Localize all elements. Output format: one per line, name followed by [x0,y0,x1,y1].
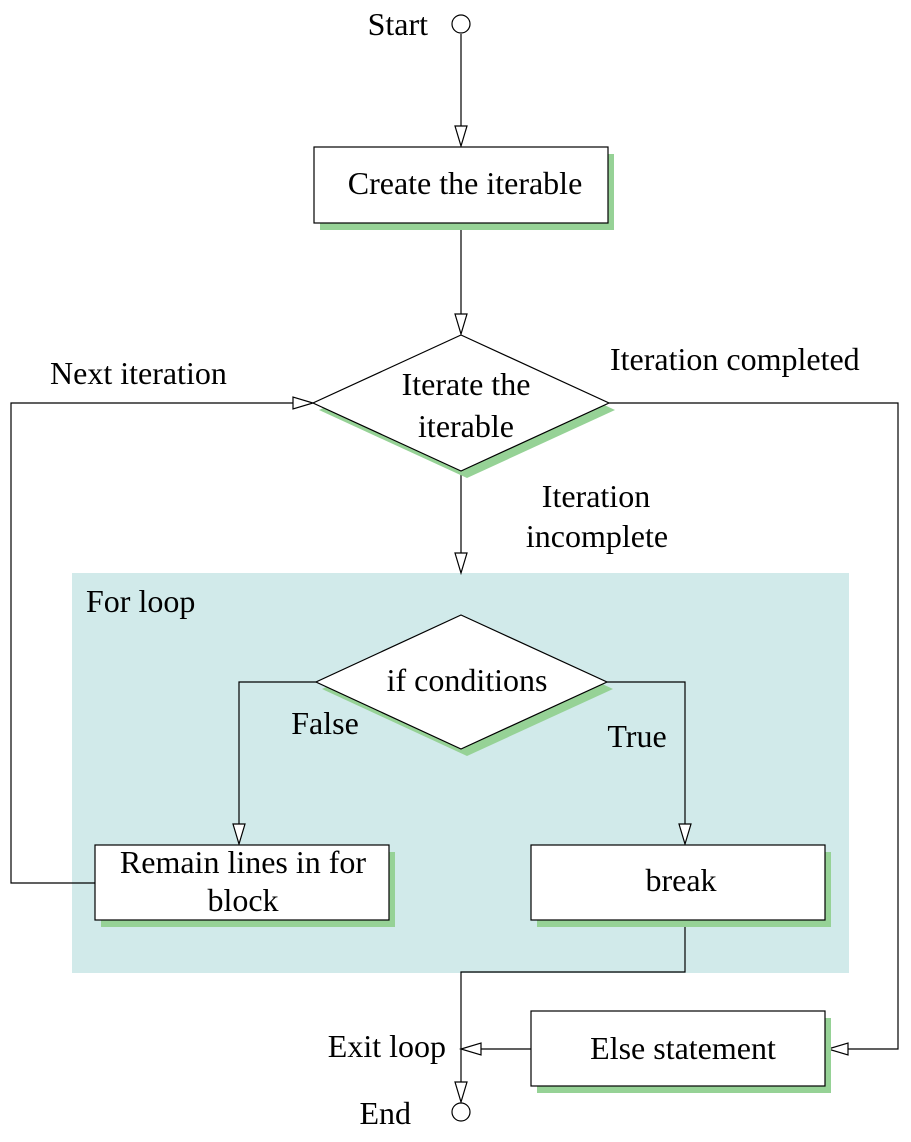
arrowhead-remain [232,823,246,847]
edge-iteration-completed [609,402,899,1050]
if-conditions-label: if conditions [387,662,548,698]
false-label: False [291,705,359,741]
create-iterable-label: Create the iterable [348,165,583,201]
start-label: Start [368,6,429,42]
iterate-decision [311,334,611,472]
true-label: True [607,718,666,754]
remain-lines-label-line2: block [207,882,278,918]
arrowhead-create [454,125,468,149]
arrowhead-exit [458,1042,482,1056]
edge-next-iteration [10,402,293,884]
remain-lines-box [94,844,390,921]
create-iterable-box [313,146,609,224]
next-iteration-label: Next iteration [50,355,227,391]
else-statement-box [530,1010,826,1087]
arrowhead-else [825,1042,849,1056]
else-statement-label: Else statement [590,1030,776,1066]
iteration-completed-label: Iteration completed [610,341,860,377]
arrowhead-break [678,823,692,847]
arrowhead-end [454,1081,468,1105]
iteration-incomplete-label-line2: incomplete [526,518,668,554]
start-terminal [451,14,471,34]
edge-if-false [238,681,316,824]
break-label: break [645,862,716,898]
iteration-incomplete-label-line1: Iteration [542,478,650,514]
exit-loop-label: Exit loop [328,1028,446,1064]
iterate-label-line2: iterable [418,408,514,444]
arrowhead-next-iteration [292,396,316,410]
edge-break-to-end [460,920,686,1082]
arrowhead-iterate [454,313,468,337]
arrowhead-if [454,552,468,576]
for-loop-label: For loop [86,583,195,619]
end-label: End [359,1095,411,1131]
break-box [530,844,826,921]
iterate-label-line1: Iterate the [402,366,531,402]
if-decision [314,614,609,750]
end-terminal [451,1102,471,1122]
edge-if-true [607,681,686,824]
remain-lines-label-line1: Remain lines in for [120,844,367,880]
